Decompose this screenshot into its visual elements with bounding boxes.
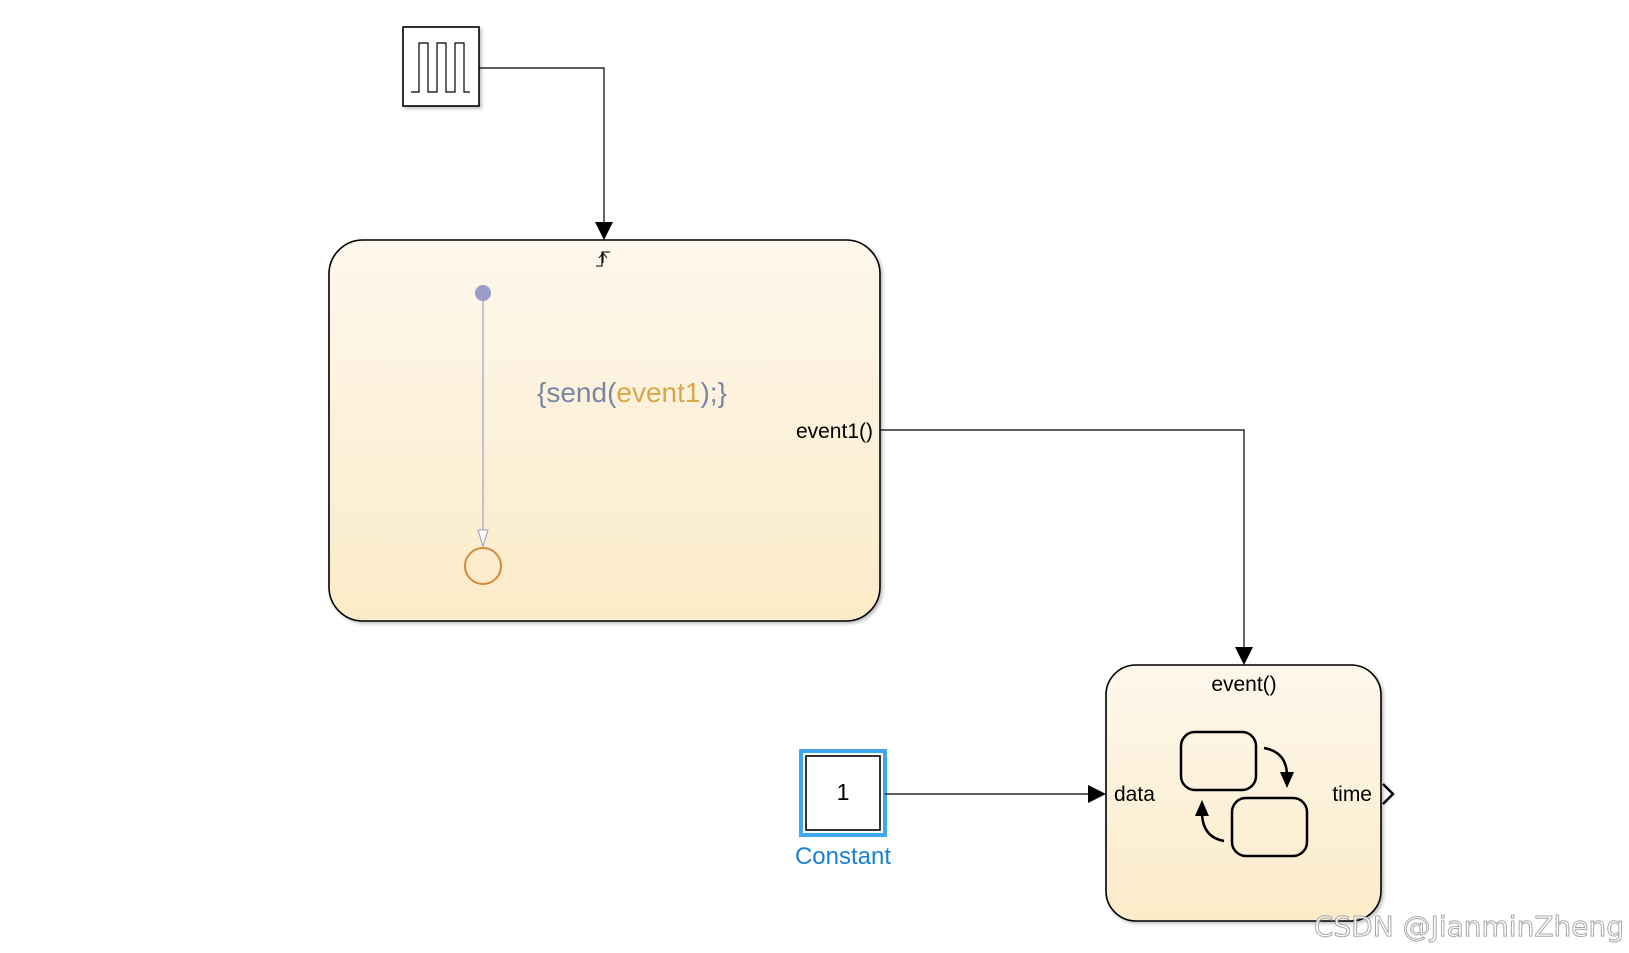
rising-edge-trigger-icon xyxy=(596,251,610,267)
stateflow-chart-receiver[interactable]: event() data time xyxy=(1105,664,1395,922)
watermark-text: CSDN @JianminZheng xyxy=(1314,910,1624,943)
selection-highlight xyxy=(799,749,887,837)
pulse-wave-icon xyxy=(411,42,470,93)
stateflow-chart-icon xyxy=(1179,730,1309,858)
trigger-signal-line[interactable] xyxy=(479,67,613,240)
transition-action-label[interactable]: {send(event1);} xyxy=(537,377,727,408)
input-event-port-label: event() xyxy=(1211,673,1276,696)
action-open-text: {send( xyxy=(537,377,617,408)
connective-junction[interactable] xyxy=(464,547,502,585)
action-event-name: event1 xyxy=(616,377,700,408)
output-time-port-label: time xyxy=(1332,783,1372,806)
pulse-generator-block[interactable] xyxy=(402,26,480,107)
constant-block[interactable]: 1 xyxy=(799,749,887,837)
output-event-port-label: event1() xyxy=(796,420,873,443)
stateflow-chart-sender[interactable]: {send(event1);} event1() xyxy=(328,239,881,622)
output-port-chevron[interactable] xyxy=(1382,783,1395,805)
constant-block-name[interactable]: Constant xyxy=(795,843,891,870)
action-close-text: );} xyxy=(700,377,726,408)
default-transition-dot[interactable] xyxy=(475,285,491,301)
data-signal-line[interactable] xyxy=(885,785,1106,803)
event-signal-line[interactable] xyxy=(880,429,1253,665)
constant-value: 1 xyxy=(837,779,850,805)
default-transition-arrow[interactable] xyxy=(477,301,489,548)
input-data-port-label: data xyxy=(1114,783,1155,806)
